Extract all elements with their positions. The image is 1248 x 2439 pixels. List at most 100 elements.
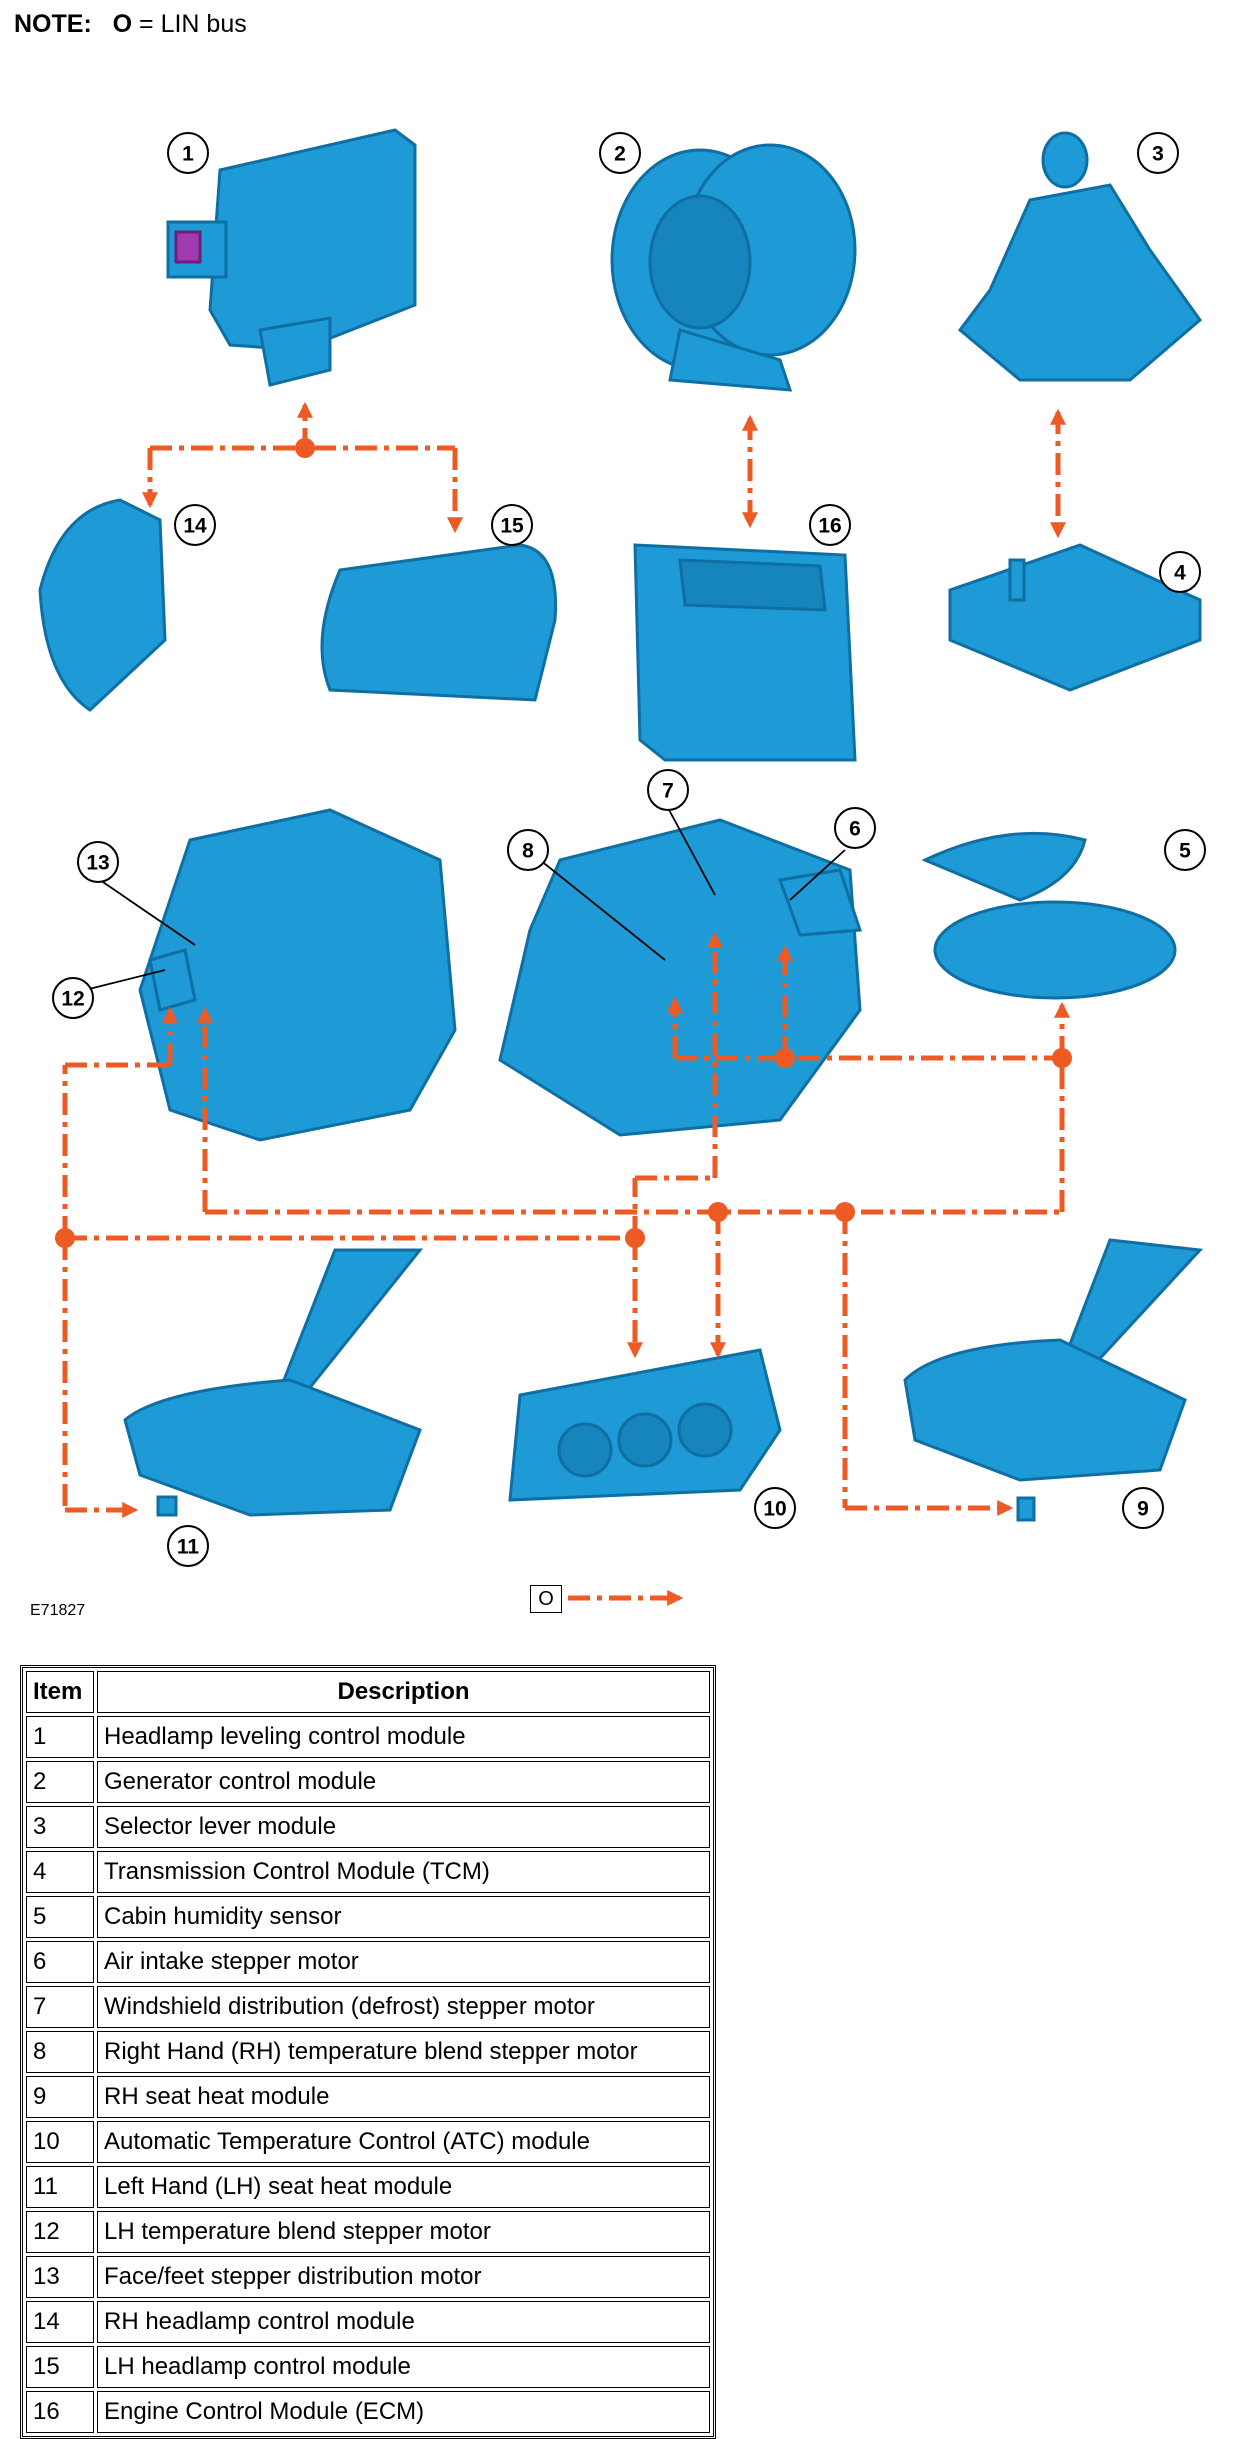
callout-circle-13 bbox=[77, 841, 119, 883]
row-item-number: 10 bbox=[26, 2121, 94, 2163]
callout-7: 7 bbox=[662, 780, 674, 803]
callout-circle-6 bbox=[834, 807, 876, 849]
row-description: Headlamp leveling control module bbox=[97, 1716, 710, 1758]
component-10-atc-module bbox=[508, 1348, 782, 1502]
component-16-ecm bbox=[633, 543, 857, 762]
row-item-number: 4 bbox=[26, 1851, 94, 1893]
row-description: Transmission Control Module (TCM) bbox=[97, 1851, 710, 1893]
component-hvac-rh bbox=[498, 818, 863, 1137]
row-description: Right Hand (RH) temperature blend steppe… bbox=[97, 2031, 710, 2073]
callout-15: 15 bbox=[500, 515, 524, 538]
callout-12: 12 bbox=[61, 988, 84, 1011]
callout-circle-11 bbox=[167, 1525, 209, 1567]
row-item-number: 7 bbox=[26, 1986, 94, 2028]
row-description: Engine Control Module (ECM) bbox=[97, 2391, 710, 2433]
component-hvac-lh bbox=[138, 808, 457, 1142]
callout-circle-5 bbox=[1164, 829, 1206, 871]
row-item-number: 12 bbox=[26, 2211, 94, 2253]
row-description: Windshield distribution (defrost) steppe… bbox=[97, 1986, 710, 2028]
callout-4: 4 bbox=[1174, 562, 1186, 585]
figure-id: E71827 bbox=[30, 1602, 86, 1619]
callout-8: 8 bbox=[522, 840, 534, 863]
callout-1: 1 bbox=[182, 143, 194, 166]
row-description: RH seat heat module bbox=[97, 2076, 710, 2118]
row-item-number: 6 bbox=[26, 1941, 94, 1983]
callout-14: 14 bbox=[183, 515, 207, 538]
row-description: Face/feet stepper distribution motor bbox=[97, 2256, 710, 2298]
row-description: Cabin humidity sensor bbox=[97, 1896, 710, 1938]
callout-13: 13 bbox=[86, 852, 109, 875]
callout-16: 16 bbox=[818, 515, 841, 538]
table-header-row: Item Description bbox=[26, 1671, 710, 1713]
header-item: Item bbox=[26, 1671, 94, 1713]
row-item-number: 5 bbox=[26, 1896, 94, 1938]
row-item-number: 11 bbox=[26, 2166, 94, 2208]
callout-11: 11 bbox=[177, 1536, 200, 1559]
callout-circle-4 bbox=[1159, 551, 1201, 593]
callout-6: 6 bbox=[849, 818, 861, 841]
callout-circle-16 bbox=[809, 504, 851, 546]
note-text: = LIN bus bbox=[139, 10, 247, 38]
component-3-selector-lever bbox=[957, 131, 1203, 382]
row-description: RH headlamp control module bbox=[97, 2301, 710, 2343]
note-line: NOTE: O = LIN bus bbox=[14, 10, 247, 39]
row-description: Selector lever module bbox=[97, 1806, 710, 1848]
component-15-lh-headlamp bbox=[320, 543, 558, 702]
callout-circle-14 bbox=[174, 504, 216, 546]
row-item-number: 9 bbox=[26, 2076, 94, 2118]
row-description: LH headlamp control module bbox=[97, 2346, 710, 2388]
header-description: Description bbox=[97, 1671, 710, 1713]
callout-circle-8 bbox=[507, 829, 549, 871]
lin-bus-junctions bbox=[55, 438, 1072, 1248]
leader-lines bbox=[84, 807, 846, 991]
callout-10: 10 bbox=[763, 1498, 786, 1521]
callout-2: 2 bbox=[614, 143, 626, 166]
callout-3: 3 bbox=[1152, 143, 1164, 166]
callout-circle-15 bbox=[491, 504, 533, 546]
component-1-headlamp-leveling-module bbox=[166, 128, 417, 387]
callout-circle-9 bbox=[1122, 1487, 1164, 1529]
callout-circle-10 bbox=[754, 1487, 796, 1529]
callout-circle-3 bbox=[1137, 132, 1179, 174]
component-4-tcm bbox=[948, 543, 1202, 692]
note-label: NOTE: bbox=[14, 10, 92, 38]
row-item-number: 8 bbox=[26, 2031, 94, 2073]
lin-bus-diagram: 1 2 3 4 5 6 7 8 9 10 11 12 13 14 15 16 bbox=[38, 128, 1206, 1607]
row-description: Generator control module bbox=[97, 1761, 710, 1803]
row-item-number: 3 bbox=[26, 1806, 94, 1848]
row-description: Left Hand (LH) seat heat module bbox=[97, 2166, 710, 2208]
component-9-rh-seat bbox=[903, 1238, 1204, 1522]
callout-5: 5 bbox=[1179, 840, 1191, 863]
callout-circle-12 bbox=[52, 977, 94, 1019]
callout-9: 9 bbox=[1137, 1498, 1149, 1521]
row-item-number: 16 bbox=[26, 2391, 94, 2433]
row-description: Air intake stepper motor bbox=[97, 1941, 710, 1983]
row-item-number: 1 bbox=[26, 1716, 94, 1758]
callout-circle-1 bbox=[167, 132, 209, 174]
note-symbol: O bbox=[112, 10, 133, 38]
component-14-rh-headlamp bbox=[38, 498, 167, 712]
component-5-humidity-sensor bbox=[921, 831, 1177, 1000]
component-11-lh-seat bbox=[123, 1248, 424, 1517]
row-description: Automatic Temperature Control (ATC) modu… bbox=[97, 2121, 710, 2163]
row-item-number: 14 bbox=[26, 2301, 94, 2343]
component-2-generator bbox=[610, 143, 857, 392]
callout-circle-2 bbox=[599, 132, 641, 174]
